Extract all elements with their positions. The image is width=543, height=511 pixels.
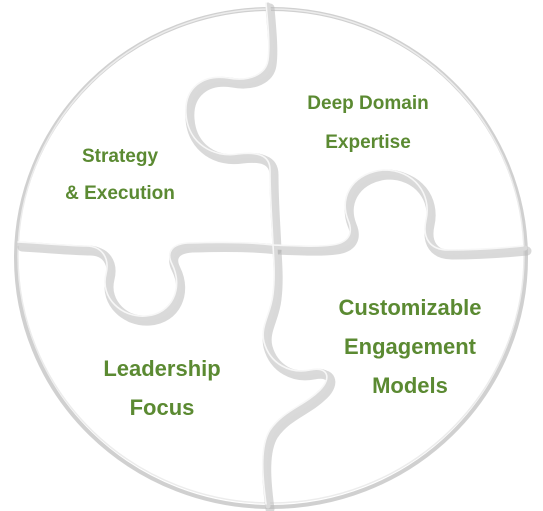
piece-label-line: Deep Domain [307,93,429,114]
puzzle-seams [17,2,528,509]
piece-label-line: Strategy [81,146,159,167]
piece-label-leadership-focus: Leadership Focus [103,349,220,427]
puzzle-disc [15,6,527,506]
puzzle-seams-highlight [17,2,524,505]
piece-label-line: Models [372,373,448,398]
piece-label-line: Expertise [325,132,411,153]
piece-label-line: Focus [129,395,195,420]
piece-label-line: & Execution [65,183,175,204]
piece-label-customizable-engagement-models: Customizable Engagement Models [338,288,481,405]
piece-label-deep-domain-expertise: Deep Domain Expertise [307,84,428,162]
piece-label-strategy-execution: Strategy & Execution [65,138,175,212]
piece-label-line: Leadership [103,356,221,381]
piece-label-line: Customizable [338,295,482,320]
piece-label-line: Engagement [343,334,477,359]
